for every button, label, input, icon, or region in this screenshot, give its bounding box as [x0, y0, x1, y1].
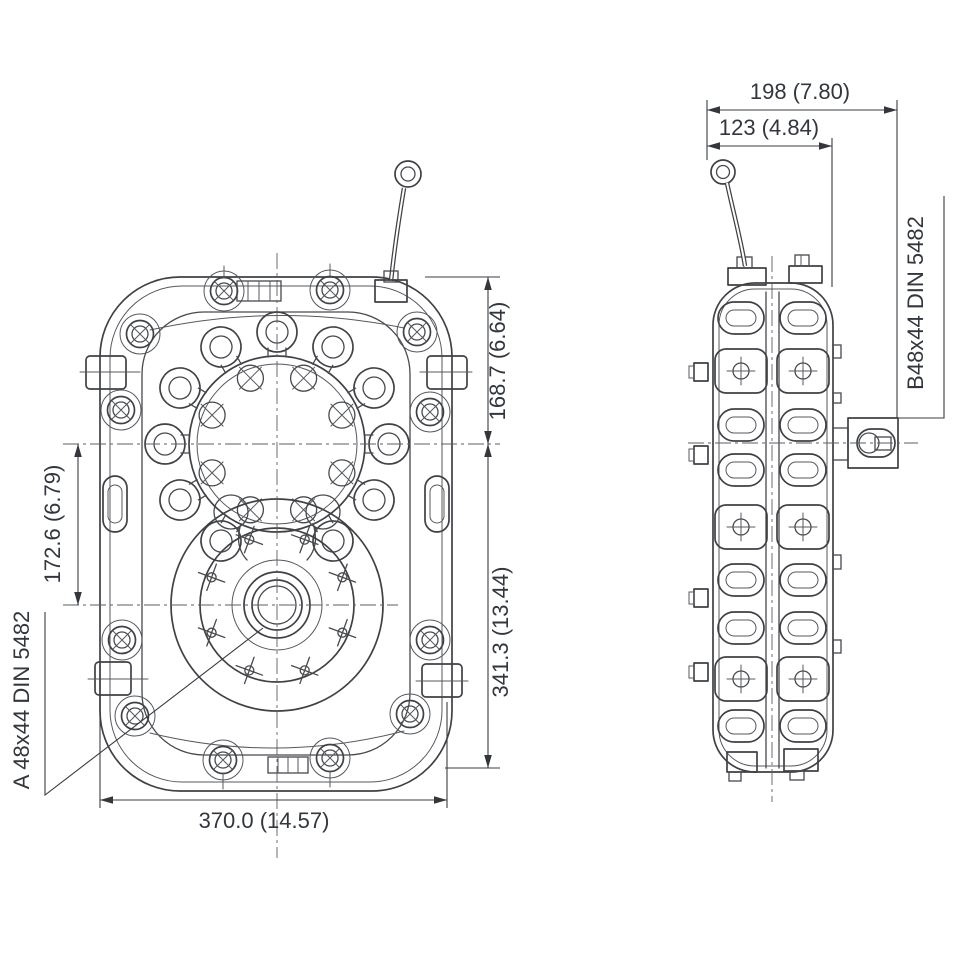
side-oval-lugs: [102, 475, 450, 533]
spline-b-label: B48x44 DIN 5482: [898, 196, 945, 419]
front-centerlines: [63, 253, 500, 858]
side-feet: [726, 748, 819, 782]
spline-a-label: A 48x44 DIN 5482: [9, 611, 264, 797]
spline-b-text: B48x44 DIN 5482: [903, 216, 928, 390]
dimension-text-overall-depth: 198 (7.80): [750, 79, 850, 104]
dimension-center-to-center: 172.6 (6.79): [40, 444, 82, 605]
side-centerlines: [688, 256, 918, 802]
dimension-text-center-to-center: 172.6 (6.79): [40, 465, 65, 584]
front-housing-outline: [99, 276, 453, 792]
dimension-text-housing-depth: 123 (4.84): [719, 115, 819, 140]
side-view: [688, 159, 918, 802]
side-left-bolts: [688, 362, 709, 682]
spline-a-text: A 48x44 DIN 5482: [9, 611, 34, 790]
dimension-text-center-to-bottom: 341.3 (13.44): [488, 567, 513, 698]
dimension-housing-depth: 123 (4.84): [707, 115, 833, 287]
dimension-overall-depth: 198 (7.80): [706, 79, 898, 418]
perimeter-bolts: [100, 263, 451, 790]
dimension-top-to-center: 168.7 (6.64): [425, 276, 510, 444]
mounting-tabs: [79, 355, 473, 698]
ribbed-bosses: [236, 280, 309, 774]
side-right-tabs: [832, 344, 842, 654]
side-housing-outline: [712, 282, 834, 773]
dimension-center-to-bottom: 341.3 (13.44): [445, 444, 513, 769]
front-view: [63, 160, 500, 858]
dipstick-front: [374, 160, 422, 303]
dipstick-side: [710, 159, 748, 267]
dimension-text-overall-width: 370.0 (14.57): [199, 808, 330, 833]
dimension-overall-width: 370.0 (14.57): [99, 665, 448, 833]
dimension-text-top-to-center: 168.7 (6.64): [485, 302, 510, 421]
